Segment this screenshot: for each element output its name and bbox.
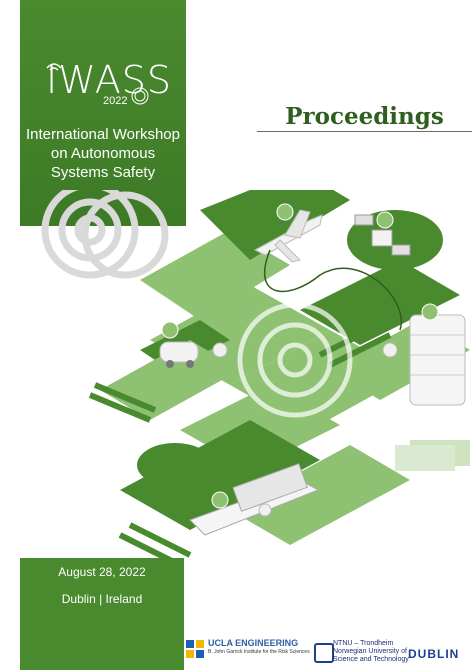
signal-rings-center (237, 302, 353, 418)
ntnu-name: NTNU – Trondheim Norwegian University of… (333, 640, 409, 664)
light-patch-2 (395, 445, 455, 471)
building-icon (409, 314, 466, 406)
logo-year: 2022 (103, 95, 128, 107)
tree-icons (212, 342, 398, 517)
ntnu-line-3: Science and Technology (333, 656, 409, 663)
tu-dublin-logo: DUBLIN (408, 647, 460, 661)
workshop-line-1: International Workshop (26, 126, 180, 143)
ucla-logo-icon (186, 640, 204, 658)
workshop-line-3: Systems Safety (50, 164, 156, 181)
ntnu-logo-icon (314, 643, 334, 663)
airplane-icon (253, 209, 323, 263)
proceedings-title: Proceedings (285, 103, 444, 130)
ship-icon (189, 463, 320, 536)
ntnu-line-1: NTNU – Trondheim (333, 640, 394, 647)
satellite-icon (354, 214, 411, 256)
logo-text: IWASS (46, 58, 172, 102)
title-panel (20, 0, 186, 226)
iwass-logo (46, 63, 149, 105)
proceedings-rule (257, 131, 472, 132)
date-panel (20, 558, 184, 670)
signal-rings-left (41, 190, 169, 279)
ntnu-line-2: Norwegian University of (333, 648, 407, 655)
signal-markers (161, 203, 439, 509)
ucla-subtitle: B. John Garrick Institute for the Risk S… (208, 649, 310, 655)
event-place: Dublin | Ireland (61, 592, 143, 606)
car-icon (159, 341, 199, 368)
workshop-title: International Workshop on Autonomous Sys… (20, 125, 186, 182)
workshop-line-2: on Autonomous (50, 145, 156, 162)
ucla-name: UCLA ENGINEERING (208, 638, 299, 648)
connection-line (263, 249, 403, 331)
cover-illustration (41, 190, 470, 568)
event-date: August 28, 2022 (58, 565, 146, 579)
